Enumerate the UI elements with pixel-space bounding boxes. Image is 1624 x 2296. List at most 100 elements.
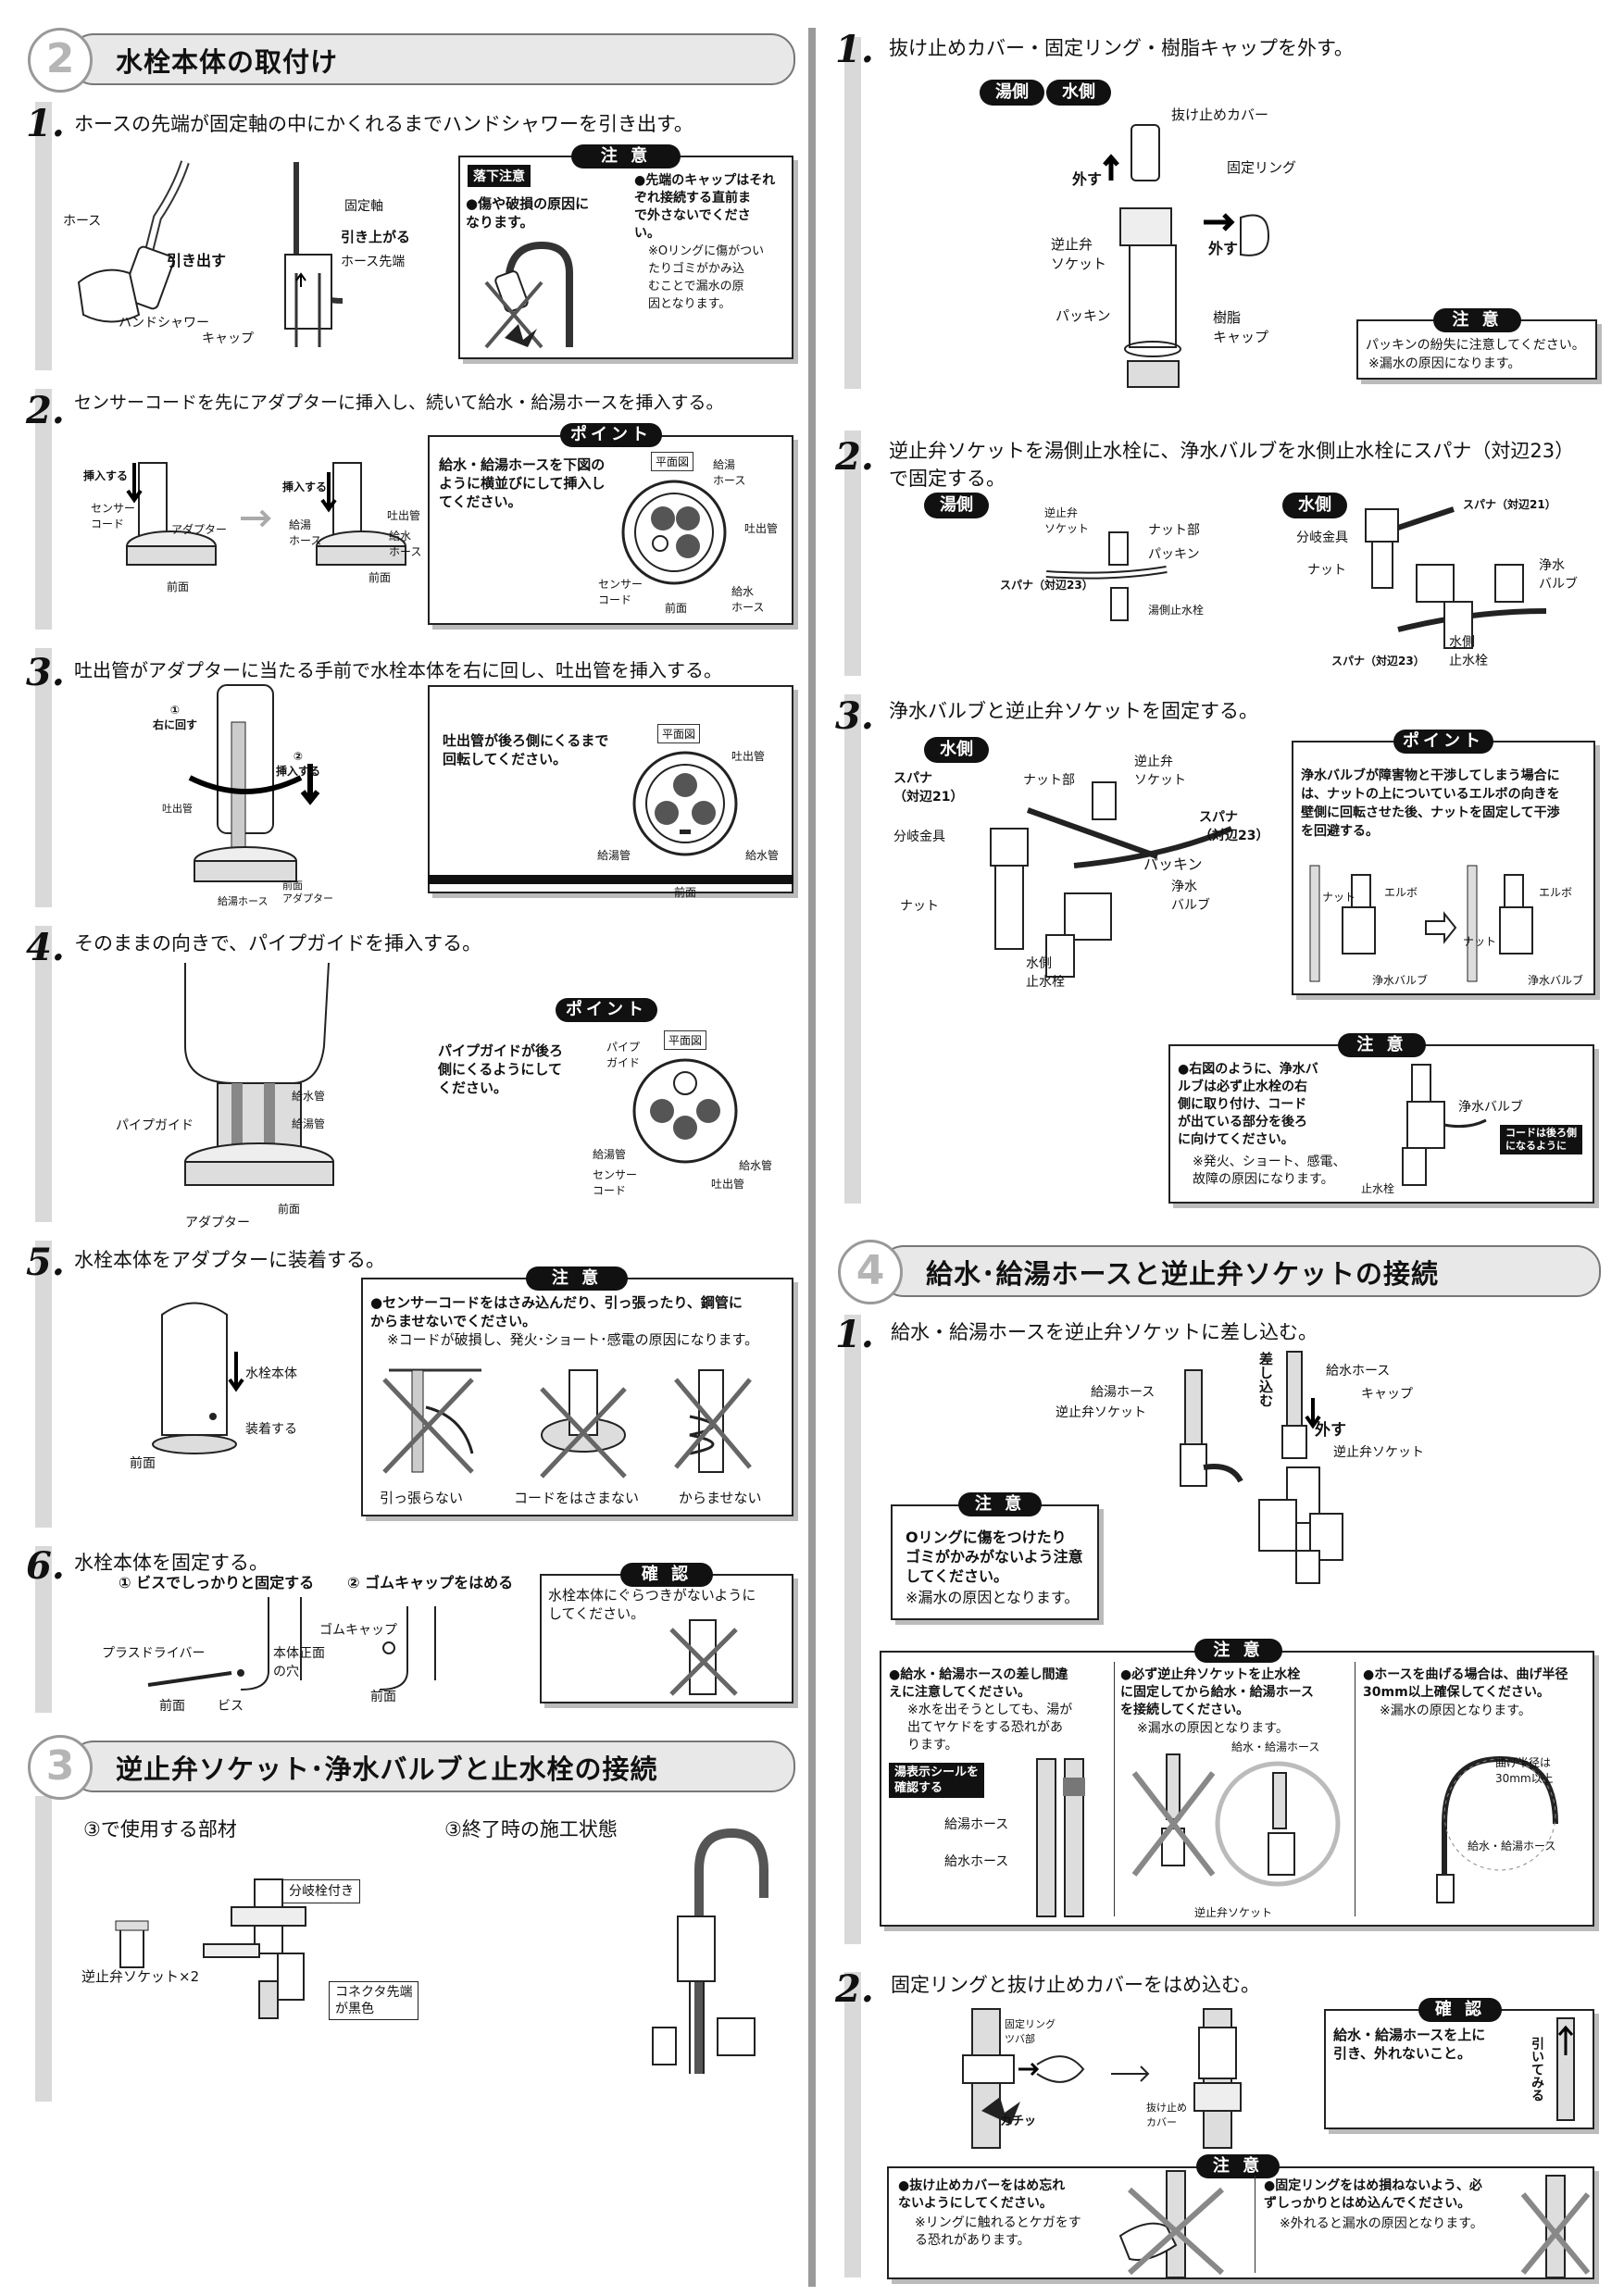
- step-bar: [844, 37, 861, 389]
- caution-title: 注 意: [526, 1267, 628, 1291]
- tag-hot-side: 湯側: [980, 80, 1044, 106]
- step-number: 1.: [835, 1313, 874, 1356]
- caution-text-3: ●ホースを曲げる場合は、曲げ半径 30mm以上確保してください。: [1363, 1667, 1568, 1700]
- step-number: 4.: [26, 926, 65, 969]
- caution-box: [887, 2166, 1594, 2279]
- plan-front: 前面: [665, 602, 688, 615]
- step-number: 2.: [835, 1967, 874, 2011]
- step6-illustration: [147, 1597, 436, 1691]
- caution-box: [1168, 1044, 1594, 1204]
- caution-note: ※漏水の原因になります。: [1368, 356, 1521, 371]
- plan-spout: 吐出管: [711, 1178, 745, 1191]
- label-socket: 逆止弁ソケット: [1194, 1906, 1273, 1919]
- step-bar: [35, 102, 52, 370]
- front-bar: [428, 875, 793, 884]
- caution-box-small: [891, 1504, 1099, 1620]
- label-cap: キャップ: [202, 331, 254, 346]
- step-text: 水栓本体を固定する。: [74, 1552, 269, 1574]
- tag-cold-side: 水側: [924, 737, 989, 763]
- section-3-header: [69, 1741, 795, 1792]
- plan-view-circle: [621, 480, 727, 585]
- caution-illustration: [1402, 1064, 1487, 1186]
- substep-1: ① ビスでしっかりと固定する: [119, 1574, 315, 1591]
- caution-text-right: ●先端のキャップはそれ ぞれ接続する直前ま で外さないでくださ い。: [634, 173, 776, 241]
- step-text: ホースの先端が固定軸の中にかくれるまでハンドシャワーを引き出す。: [74, 113, 693, 135]
- label-front: 前面: [282, 880, 303, 892]
- caution-text-1: ●抜け止めカバーをはめ忘れ ないようにしてください。: [898, 2178, 1066, 2211]
- plan-pipe-guide: パイプ ガイド: [606, 1041, 641, 1069]
- drop-warning-tag: 落下注意: [468, 165, 531, 187]
- step-text: 水栓本体をアダプターに装着する。: [74, 1249, 385, 1271]
- step-bar: [35, 1546, 52, 1713]
- step-text: 固定リングと抜け止めカバーをはめ込む。: [891, 1974, 1260, 1996]
- point-box: [428, 435, 793, 625]
- label-insert: 挿入する: [83, 469, 129, 482]
- label-rubber-cap: ゴムキャップ: [319, 1623, 397, 1638]
- label-adapter: アダプター: [282, 892, 333, 905]
- done-state-title: ③終了時の施工状態: [444, 1818, 618, 1841]
- caution-title: 注 意: [1196, 2154, 1280, 2178]
- code-direction-tag: コードは後ろ側 になるように: [1500, 1125, 1582, 1154]
- plan-cold: 給水管: [745, 849, 780, 862]
- caution-text: ●傷や破損の原因に なります。: [466, 195, 590, 231]
- confirm-box: [1324, 2009, 1594, 2129]
- section-3-number: 3: [28, 1735, 93, 1800]
- step2-hot-illustration: [1045, 531, 1168, 621]
- confirm-title: 確 認: [620, 1563, 713, 1587]
- caution-text-1: ●給水・給湯ホースの差し間違 えに注意してください。: [889, 1667, 1068, 1700]
- label-hot-hose: 給湯ホース: [218, 895, 269, 907]
- caution-illustration-1: [1036, 1758, 1085, 1917]
- caution-note: ※漏水の原因となります。: [906, 1589, 1080, 1606]
- caution-note-1: ※リングに触れるとケガをす る恐れがあります。: [915, 2215, 1081, 2248]
- step-text: センサーコードを先にアダプターに挿入し、続いて給水・給湯ホースを挿入する。: [74, 393, 724, 413]
- label-front: 前面: [159, 1699, 185, 1714]
- confirm-illustration: [669, 1619, 738, 1696]
- label-shaft: 固定軸: [344, 199, 383, 214]
- confirm-title: 確 認: [1418, 1998, 1502, 2022]
- plan-cold-hose: 給水 ホース: [731, 585, 765, 614]
- label-pull-check: 引いてみる: [1530, 2037, 1544, 2102]
- caution-illustration-3: [1436, 1755, 1558, 1903]
- caution-text-2: ●固定リングをはめ損ねないよう、必 ずしっかりとはめ込んでください。: [1264, 2178, 1482, 2211]
- step-number: 5.: [26, 1241, 65, 1284]
- label-remove: 外す: [1315, 1421, 1346, 1440]
- caution-text: パッキンの紛失に注意してください。: [1366, 338, 1585, 353]
- label-branch: 分岐栓付き: [282, 1879, 360, 1903]
- point-title: ポイント: [1393, 730, 1493, 754]
- label-socket: 逆止弁 ソケット: [1134, 755, 1186, 788]
- caution-title: 注 意: [1194, 1639, 1282, 1663]
- caption-no-pull: 引っ張らない: [380, 1490, 464, 1506]
- label-packing: パッキン: [1056, 307, 1111, 324]
- label-front: 前面: [278, 1203, 301, 1216]
- caution-title: 注 意: [958, 1492, 1042, 1516]
- section-3-title: 逆止弁ソケット･浄水バルブと止水栓の接続: [116, 1753, 658, 1785]
- label-spout: 吐出管: [387, 509, 421, 522]
- plan-view-circle: [632, 1058, 738, 1164]
- info-text: 吐出管が後ろ側にくるまで 回転してください。: [443, 732, 609, 767]
- caution-title: 注 意: [1433, 308, 1521, 332]
- point-title: ポイント: [556, 998, 657, 1022]
- label-cold-hose: 給水 ホース: [389, 530, 422, 558]
- label-elbow-2: エルボ: [1539, 886, 1573, 899]
- label-lift: 引き上がる: [341, 229, 411, 245]
- label-socket: 逆止弁 ソケット: [1044, 506, 1090, 535]
- caption-no-pinch: コードをはさまない: [514, 1490, 640, 1506]
- step-bar: [35, 926, 52, 1222]
- plan-sensor: センサー コード: [598, 578, 643, 606]
- label-cover: 抜け止めカバー: [1171, 106, 1269, 123]
- label-nut: ナット: [1322, 891, 1356, 904]
- plan-spout: 吐出管: [744, 522, 779, 535]
- caution-text-2: ●必ず逆止弁ソケットを止水栓 に固定してから給水・給湯ホース を接続してください…: [1120, 1667, 1314, 1717]
- label-nut: ナット部: [1148, 523, 1200, 538]
- label-branch-fitting: 分岐金具: [893, 830, 945, 844]
- caution-illustration-1: [1118, 2170, 1225, 2278]
- label-nut-part: ナット部: [1023, 773, 1075, 788]
- label-hot-hose: 給湯ホース: [1091, 1385, 1156, 1400]
- label-hoses: 給水・給湯ホース: [1468, 1840, 1556, 1853]
- label-pipe-guide: パイプガイド: [116, 1118, 194, 1133]
- label-front-2: 前面: [369, 571, 392, 584]
- label-screw: ビス: [218, 1699, 244, 1714]
- tag-separator: ・: [1028, 85, 1044, 105]
- label-spanner-21: スパナ（対辺21）: [1463, 498, 1556, 511]
- label-insert: ② 挿入する: [276, 750, 321, 778]
